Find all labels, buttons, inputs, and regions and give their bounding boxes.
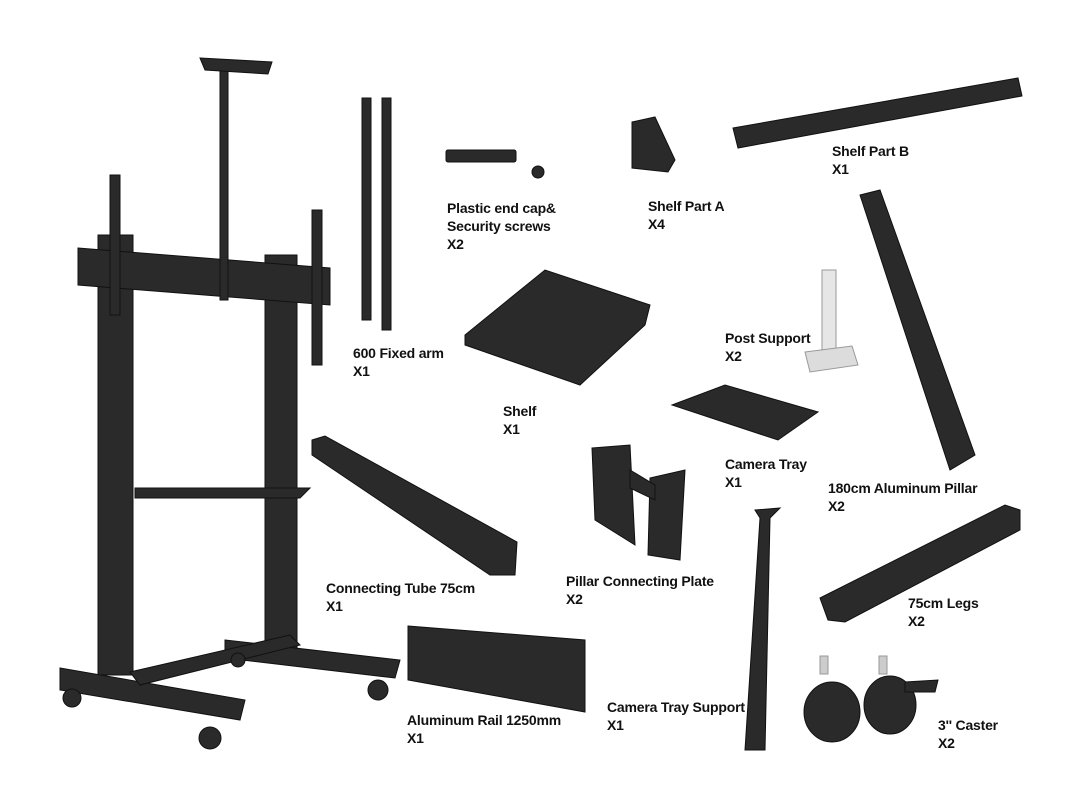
legs-part: [819, 504, 1021, 623]
post-support-part: [804, 269, 859, 373]
shelf-part-b: [732, 77, 1023, 149]
caster-part: [803, 655, 939, 743]
camera-tray-support-part: [744, 507, 782, 751]
shelf-part-a: [631, 116, 676, 173]
assembled-stand: [59, 57, 401, 750]
end-cap-part: [445, 149, 545, 179]
pillar-connecting-plate-part: [591, 444, 686, 561]
camera-tray-part: [670, 384, 820, 441]
connecting-tube-part: [311, 435, 518, 576]
shelf-part: [464, 269, 651, 386]
aluminum-rail-part: [407, 625, 586, 713]
fixed-arm-part: [361, 97, 392, 331]
aluminum-pillar-part: [859, 189, 976, 471]
